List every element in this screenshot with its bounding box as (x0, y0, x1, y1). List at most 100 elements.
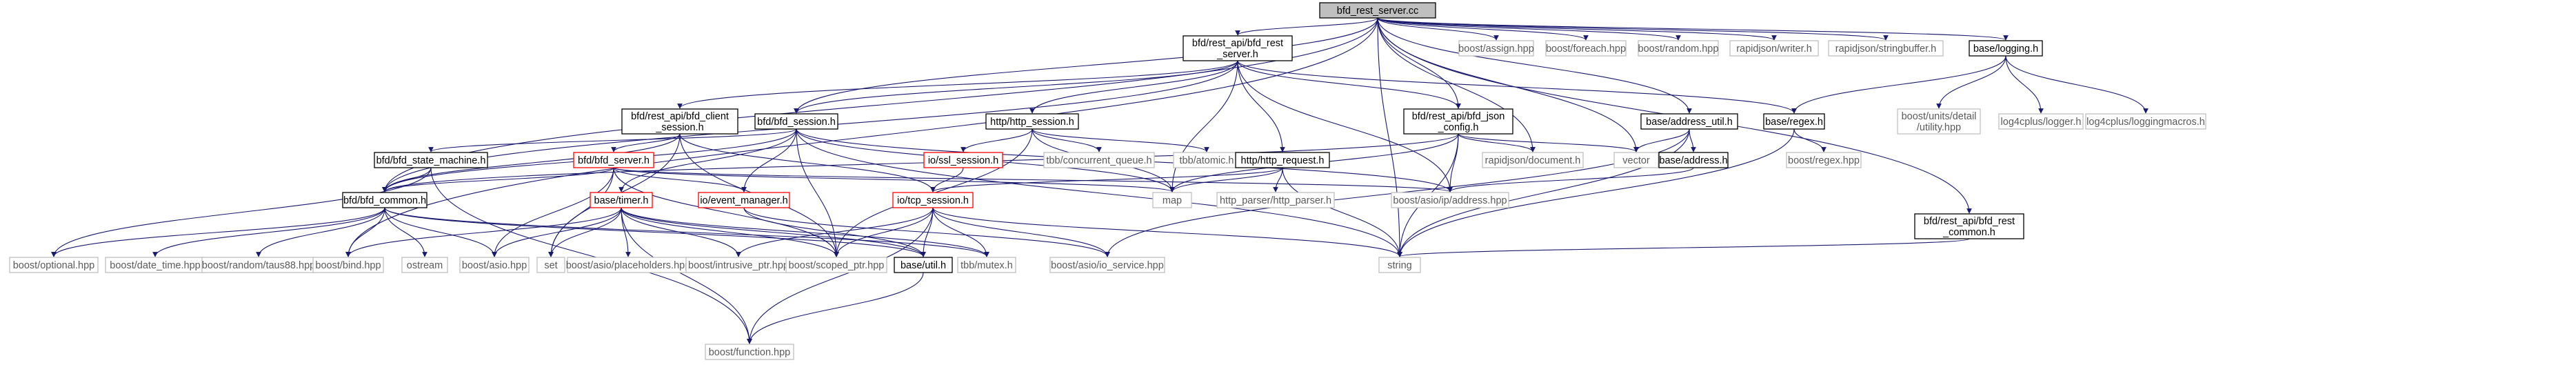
node-label: http_parser/http_parser.h (1220, 195, 1331, 206)
edge-base_regex-to-string (1397, 128, 1795, 257)
node-label: base/address_util.h (1646, 117, 1733, 128)
node-http-http-request-h[interactable]: http/http_request.h (1235, 152, 1330, 168)
node-boost-random-hpp: boost/random.hpp (1638, 40, 1719, 57)
edge-base_timer-to-scoped_ptr (621, 207, 839, 257)
node-label: tbb/atomic.h (1180, 155, 1234, 166)
node-bfd-rest-server-cc[interactable]: bfd_rest_server.cc (1319, 2, 1436, 19)
node-box (1319, 2, 1436, 19)
edge-root-to-base_logging (1377, 17, 2009, 41)
node-bfd-rest-api-bfd-client-session-h[interactable]: bfd/rest_api/bfd_client_session.h (621, 108, 738, 135)
node-label: rapidjson/document.h (1485, 155, 1581, 166)
node-boost-regex-hpp: boost/regex.hpp (1786, 152, 1862, 168)
edge-base_logging-to-log4_macros (2005, 55, 2149, 114)
node-box (1763, 113, 1825, 130)
node-bfd-bfd-common-h[interactable]: bfd/bfd_common.h (342, 192, 427, 208)
edge-base_logging-to-base_regex (1791, 55, 2006, 114)
node-boost-date-time-hpp: boost/date_time.hpp (105, 257, 205, 273)
node-label: base/regex.h (1765, 117, 1823, 128)
node-boost-foreach-hpp: boost/foreach.hpp (1545, 40, 1627, 57)
node-bfd-bfd-session-h[interactable]: bfd/bfd_session.h (754, 113, 838, 130)
edge-bfd_session-to-event_manager (741, 128, 797, 193)
node-io-tcp-session-h[interactable]: io/tcp_session.h (892, 192, 974, 208)
edge-bfd_server-to-event_manager (613, 167, 747, 193)
node-tbb-concurrent-queue-h: tbb/concurrent_queue.h (1043, 152, 1155, 168)
node-label: tbb/concurrent_queue.h (1046, 155, 1151, 166)
node-bfd-rest-api-bfd-rest-server-h[interactable]: bfd/rest_api/bfd_rest_server.h (1183, 35, 1293, 61)
node-boost-function-hpp: boost/function.hpp (705, 344, 794, 360)
node-box (1043, 152, 1155, 168)
node-label: bfd/bfd_server.h (578, 155, 650, 166)
node-box (698, 192, 790, 208)
node-io-ssl-session-h[interactable]: io/ssl_session.h (923, 152, 1003, 168)
edge-layer (51, 17, 2149, 344)
edge-base_timer-to-base_util (621, 207, 926, 257)
edge-json_config-to-vector (1458, 133, 1639, 152)
node-box (2085, 113, 2206, 130)
edge-rest_server_h-to-bfd_session (794, 60, 1238, 114)
node-bfd-rest-api-bfd-rest-common-h[interactable]: bfd/rest_api/bfd_rest_common.h (1914, 213, 2024, 239)
edge-state_machine-to-boost_function (430, 167, 752, 344)
node-label: log4cplus/logger.h (2001, 117, 2082, 128)
edge-rest_server_h-to-base_regex (1237, 60, 1797, 114)
edge-base_logging-to-units_detail (1936, 55, 2006, 109)
node-io-event-manager-h[interactable]: io/event_manager.h (698, 192, 790, 208)
node-bfd-rest-api-bfd-json-config-h[interactable]: bfd/rest_api/bfd_json_config.h (1403, 108, 1513, 135)
edge-bfd_common-to-tbb_mutex (384, 207, 989, 257)
node-label: boost/asio/ip/address.hpp (1393, 195, 1507, 206)
node-log4cplus-logger-h: log4cplus/logger.h (1998, 113, 2084, 130)
node-label: boost/foreach.hpp (1546, 43, 1626, 55)
edge-state_machine-to-boost_optional (51, 167, 432, 257)
edge-http_session-to-ssl_session (960, 128, 1033, 152)
node-box (892, 192, 974, 208)
edge-json_config-to-ip_address (1447, 133, 1459, 193)
edge-rest_server_h-to-ip_address (1237, 60, 1453, 193)
edge-bfd_common-to-boost_asio (384, 207, 497, 257)
edge-bfd_session-to-string (796, 128, 1402, 257)
node-base-timer-h[interactable]: base/timer.h (590, 192, 653, 208)
node-base-logging-h[interactable]: base/logging.h (1969, 40, 2043, 57)
node-http-http-session-h[interactable]: http/http_session.h (985, 113, 1079, 130)
node-label: boost/bind.hpp (315, 260, 381, 271)
edge-client_session-to-tcp_session (679, 133, 936, 193)
node-bfd-bfd-state-machine-h[interactable]: bfd/bfd_state_machine.h (374, 152, 488, 168)
node-label: http/http_session.h (990, 117, 1074, 128)
node-label: boost/random/taus88.hpp (202, 260, 315, 271)
edge-rest_server_h-to-json_config (1237, 60, 1461, 109)
edge-client_session-to-bfd_server (611, 133, 681, 152)
edge-bfd_server-to-boost_asio (492, 167, 614, 257)
edge-base_regex-to-boost_regex (1793, 128, 1827, 152)
edge-bfd_server-to-bfd_common (382, 167, 614, 193)
edge-root-to-boost_assign (1377, 17, 1499, 41)
node-label: string (1387, 260, 1411, 271)
node-label: _common.h (1942, 227, 1995, 238)
node-box (9, 257, 99, 273)
node-base-address-util-h[interactable]: base/address_util.h (1640, 113, 1738, 130)
edge-bfd_session-to-scoped_ptr (796, 128, 839, 257)
node-box (342, 192, 427, 208)
edge-bfd_session-to-base_timer (618, 128, 797, 193)
node-label: bfd/bfd_state_machine.h (376, 155, 486, 166)
node-base-regex-h[interactable]: base/regex.h (1763, 113, 1825, 130)
node-box (705, 344, 794, 360)
node-box (374, 152, 488, 168)
node-box (1378, 257, 1421, 273)
edge-base_timer-to-asio_placeholders (621, 207, 631, 257)
edge-bfd_common-to-ostream (384, 207, 427, 257)
node-box (894, 257, 953, 273)
edge-root-to-rj_document (1377, 17, 1536, 152)
node-base-address-h[interactable]: base/address.h (1658, 152, 1729, 168)
node-box (1914, 213, 2024, 239)
edge-root-to-rest_server_h (1235, 17, 1378, 36)
node-base-util-h[interactable]: base/util.h (894, 257, 953, 273)
node-label: set (544, 260, 557, 271)
node-box (754, 113, 838, 130)
node-label: boost/asio/io_service.hpp (1051, 260, 1164, 271)
edge-root-to-json_config (1377, 17, 1461, 109)
node-boost-asio-placeholders-hpp: boost/asio/placeholders.hpp (566, 257, 690, 273)
node-label: log4cplus/loggingmacros.h (2086, 117, 2205, 128)
node-bfd-bfd-server-h[interactable]: bfd/bfd_server.h (573, 152, 654, 168)
edge-bfd_server-to-ip_address (613, 167, 1453, 193)
node-box (1183, 35, 1293, 61)
node-boost-bind-hpp: boost/bind.hpp (312, 257, 384, 273)
node-label: boost/function.hpp (709, 347, 791, 358)
